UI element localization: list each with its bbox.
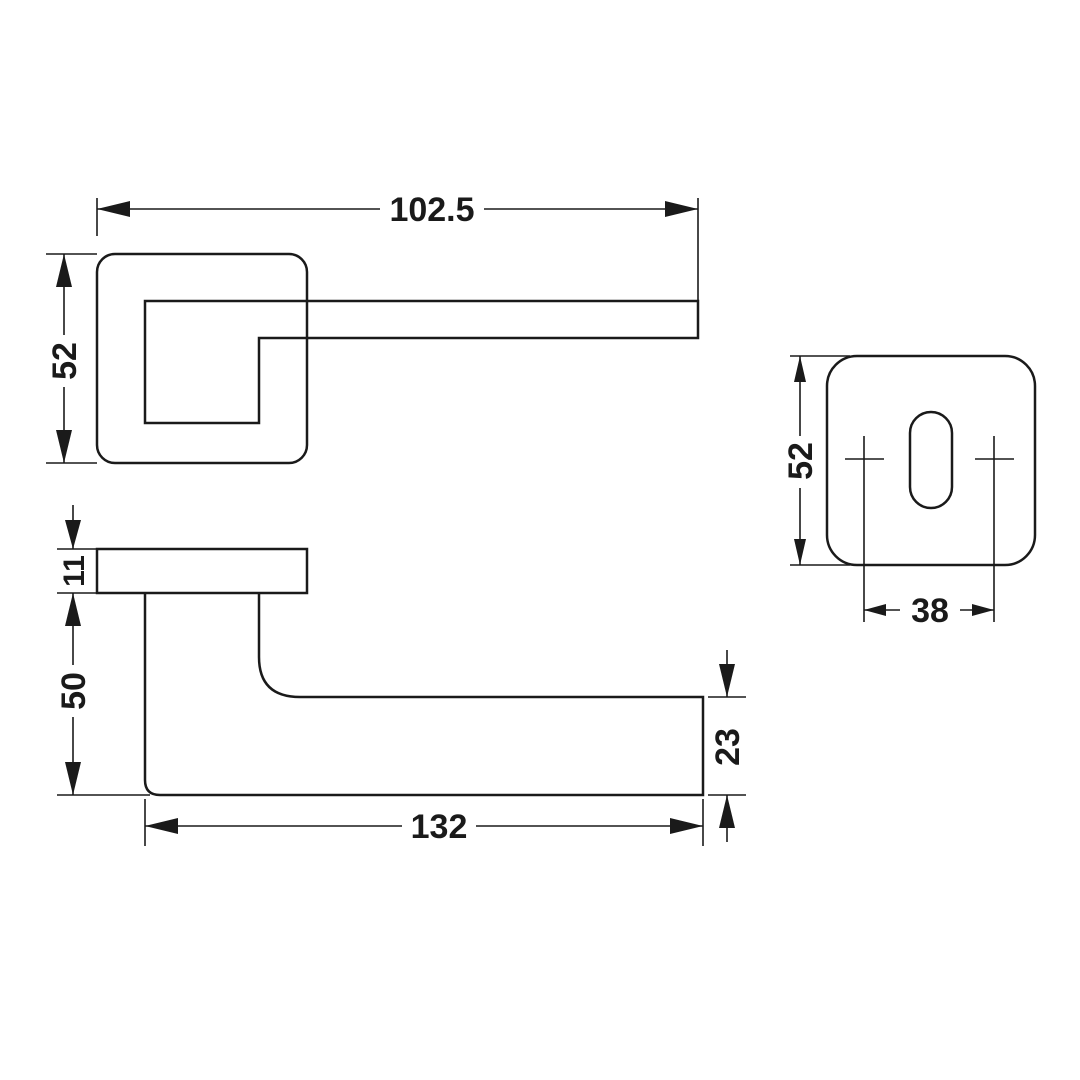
arrow-down-icon — [65, 762, 81, 795]
side-view: 11 50 132 23 — [55, 505, 747, 846]
lever-outline — [143, 299, 700, 425]
arrow-left-icon — [97, 201, 130, 217]
arrow-right-icon — [972, 604, 994, 616]
arrow-up-icon — [794, 356, 806, 382]
escutcheon-outline — [825, 354, 1037, 567]
arrow-down-icon — [719, 664, 735, 697]
keyhole — [908, 410, 954, 510]
arrow-down-icon — [794, 539, 806, 565]
rose-side-outline — [95, 547, 309, 595]
arrow-up-icon — [719, 795, 735, 828]
arrow-up-icon — [56, 254, 72, 287]
arrow-right-icon — [670, 818, 703, 834]
arrow-left-icon — [145, 818, 178, 834]
dimension-length-label: 132 — [411, 808, 468, 846]
escutcheon-view: 52 38 — [782, 354, 1037, 630]
dimension-thickness-label: 11 — [58, 555, 91, 587]
escutcheon-height-label: 52 — [782, 442, 820, 480]
arrow-down-icon — [56, 430, 72, 463]
top-view: 102.5 52 — [46, 190, 700, 465]
arrow-up-icon — [65, 593, 81, 626]
arrow-down-icon — [65, 520, 81, 549]
hole-spacing-label: 38 — [911, 592, 949, 630]
dimension-lever-height-label: 23 — [709, 728, 747, 766]
lever-side-outline — [143, 593, 705, 797]
dimension-height-label: 52 — [46, 342, 84, 380]
arrow-left-icon — [864, 604, 886, 616]
arrow-right-icon — [665, 201, 698, 217]
rose-outline — [95, 252, 309, 465]
dimension-width-label: 102.5 — [389, 191, 474, 229]
dimension-projection-label: 50 — [55, 672, 93, 710]
